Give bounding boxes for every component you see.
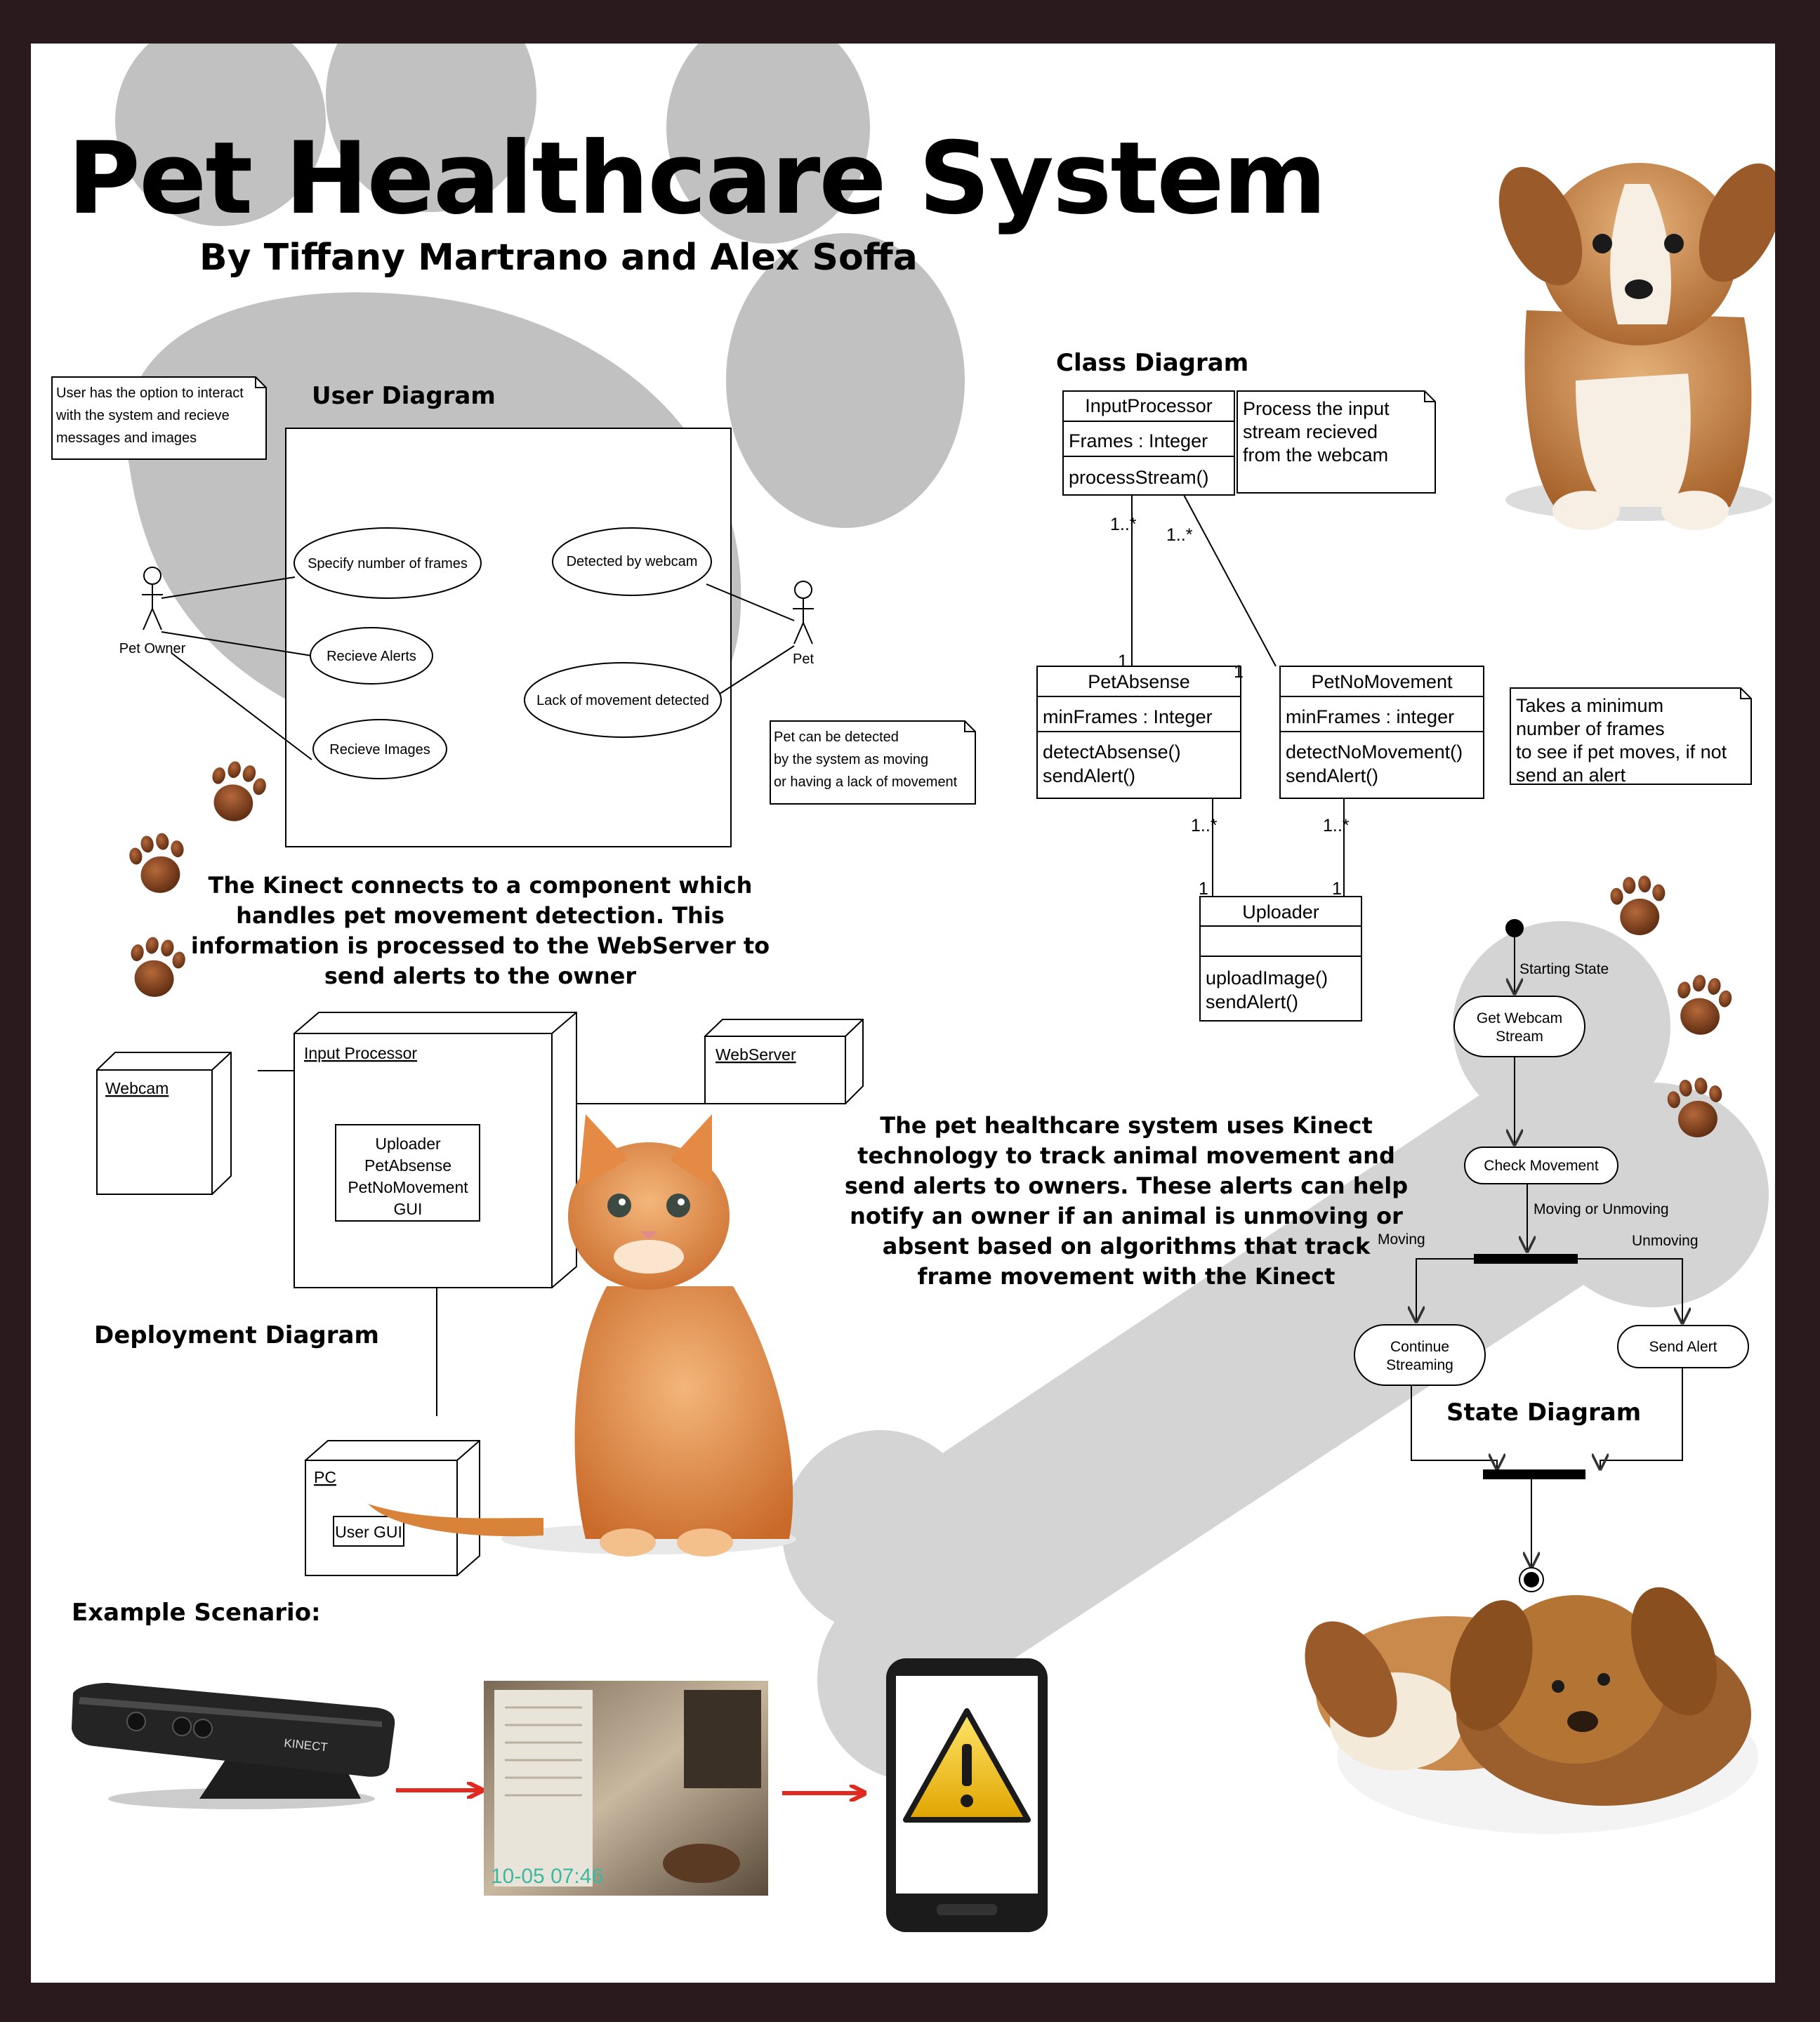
pet-owner-actor-icon (142, 567, 163, 630)
use-case-detected-by-webcam: Detected by webcam (567, 554, 698, 569)
class-attribute: minFrames : integer (1286, 706, 1454, 727)
moving-or-unmoving-label: Moving or Unmoving (1534, 1201, 1669, 1217)
multiplicity-label: 1..* (1323, 816, 1350, 835)
class-method: processStream() (1069, 467, 1209, 488)
multiplicity-label: 1 (1118, 652, 1128, 671)
poster: User has the option to interact with the… (28, 41, 1778, 1985)
use-case-specify-frames: Specify number of frames (308, 556, 468, 571)
class-attribute: Frames : Integer (1069, 430, 1208, 451)
multiplicity-label: 1 (1234, 662, 1244, 682)
unmoving-label: Unmoving (1632, 1233, 1699, 1249)
component-label: Uploader (375, 1135, 441, 1153)
use-case-lack-of-movement: Lack of movement detected (536, 693, 709, 708)
sleeping-puppies-image (1305, 1587, 1758, 1834)
pet-note-line: or having a lack of movement (774, 774, 958, 790)
example-scenario-heading: Example Scenario: (72, 1599, 321, 1627)
brown-paw-icon (129, 761, 1732, 1137)
deployment-diagram (95, 1012, 864, 1577)
class-method: uploadImage() (1206, 967, 1328, 989)
class-method: detectNoMovement() (1286, 741, 1463, 762)
state-diagram-heading: State Diagram (1446, 1399, 1642, 1427)
class-note-line: Takes a minimum (1516, 695, 1663, 716)
class-note-line: stream recieved (1243, 421, 1378, 442)
class-method: sendAlert() (1043, 765, 1135, 786)
class-pet-no-movement-name: PetNoMovement (1311, 671, 1453, 692)
user-diagram-heading: User Diagram (312, 382, 496, 410)
class-note-line: number of frames (1516, 718, 1665, 739)
pet-owner-label: Pet Owner (119, 641, 186, 656)
class-diagram-heading: Class Diagram (1056, 349, 1249, 377)
kinect-image: KINECT (72, 1683, 395, 1809)
multiplicity-label: 1 (1332, 879, 1342, 899)
state-send-alert: Send Alert (1649, 1339, 1717, 1355)
phone-image (886, 1658, 1048, 1932)
pet-note-line: by the system as moving (774, 752, 928, 767)
poster-title: Pet Healthcare System (67, 121, 1327, 237)
kitten-image (368, 1114, 796, 1557)
webcam-photo-image: 10-05 07:46 (484, 1681, 768, 1896)
component-label: GUI (394, 1200, 423, 1218)
class-diagram (1036, 390, 1752, 1022)
node-pc-label: PC (314, 1468, 336, 1486)
user-note-line: User has the option to interact (56, 385, 244, 401)
deployment-diagram-heading: Deployment Diagram (94, 1321, 379, 1349)
class-note-line: from the webcam (1243, 444, 1388, 465)
multiplicity-label: 1..* (1110, 515, 1137, 534)
pet-label: Pet (793, 652, 814, 667)
initial-state-icon (1505, 919, 1524, 937)
class-input-processor-name: InputProcessor (1085, 395, 1213, 416)
class-pet-absense-name: PetAbsense (1088, 671, 1190, 692)
moving-label: Moving (1378, 1231, 1425, 1248)
multiplicity-label: 1 (1199, 879, 1208, 899)
state-check-movement: Check Movement (1484, 1158, 1599, 1174)
starting-state-label: Starting State (1519, 961, 1609, 977)
node-input-processor-label: Input Processor (304, 1044, 417, 1062)
class-note-line: send an alert (1516, 765, 1626, 786)
pet-actor-icon (793, 581, 814, 645)
class-method: sendAlert() (1286, 765, 1378, 786)
kinect-description: The Kinect connects to a component which… (190, 872, 770, 989)
class-method: detectAbsense() (1043, 741, 1181, 762)
class-method: sendAlert() (1206, 991, 1298, 1012)
timestamp-label: 10-05 07:46 (491, 1865, 603, 1888)
user-note-line: with the system and recieve (55, 408, 230, 423)
component-label: PetNoMovement (348, 1178, 468, 1196)
state-continue-line: Streaming (1386, 1357, 1453, 1373)
puppy-image (1498, 163, 1775, 530)
user-gui-label: User GUI (335, 1523, 402, 1541)
pet-note-line: Pet can be detected (774, 729, 899, 745)
system-description: The pet healthcare system uses Kinect te… (844, 1112, 1409, 1290)
use-case-recieve-alerts: Recieve Alerts (327, 649, 416, 664)
poster-canvas: User has the option to interact with the… (51, 44, 1775, 1932)
class-note-line: Process the input (1243, 398, 1390, 419)
class-uploader-name: Uploader (1242, 901, 1319, 923)
class-attribute: minFrames : Integer (1043, 706, 1213, 727)
state-continue-line: Continue (1390, 1339, 1449, 1355)
authors: By Tiffany Martrano and Alex Soffa (199, 237, 918, 279)
user-diagram (51, 376, 976, 847)
component-label: PetAbsense (364, 1156, 451, 1175)
class-note-line: to see if pet moves, if not (1516, 741, 1727, 762)
multiplicity-label: 1..* (1166, 525, 1193, 545)
multiplicity-label: 1..* (1191, 816, 1218, 835)
use-case-recieve-images: Recieve Images (329, 742, 430, 758)
state-get-webcam-line: Get Webcam (1477, 1010, 1562, 1026)
user-note-line: messages and images (56, 430, 197, 446)
node-webserver-label: WebServer (716, 1045, 796, 1064)
node-webcam-label: Webcam (105, 1079, 169, 1097)
state-diagram (1354, 919, 1749, 1592)
state-get-webcam-line: Stream (1496, 1029, 1543, 1045)
